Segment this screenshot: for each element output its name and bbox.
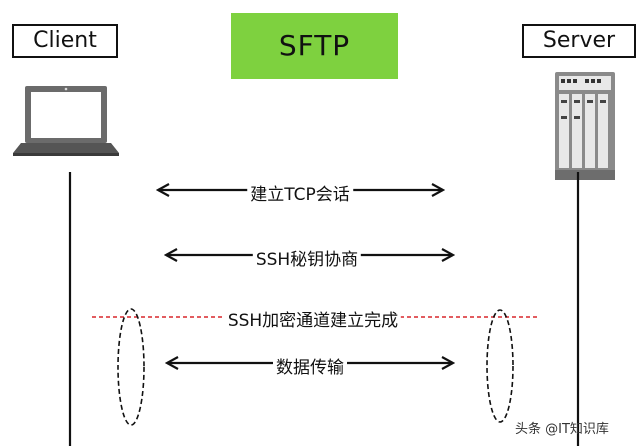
server-label: Server <box>522 24 636 58</box>
client-tunnel-ellipse <box>117 308 145 426</box>
server-rack-icon <box>555 72 615 180</box>
client-label: Client <box>12 24 118 58</box>
server-tunnel-ellipse <box>486 309 514 423</box>
step-label-data-transfer: 数据传输 <box>273 353 347 378</box>
step-label-tcp-session: 建立TCP会话 <box>247 180 353 205</box>
watermark-text: 头条 @IT知识库 <box>515 422 609 437</box>
step-label-ssh-key-exchange: SSH秘钥协商 <box>252 245 362 270</box>
step-label-secure-channel: SSH加密通道建立完成 <box>224 306 402 331</box>
protocol-title: SFTP <box>231 13 398 79</box>
laptop-icon <box>13 86 119 156</box>
